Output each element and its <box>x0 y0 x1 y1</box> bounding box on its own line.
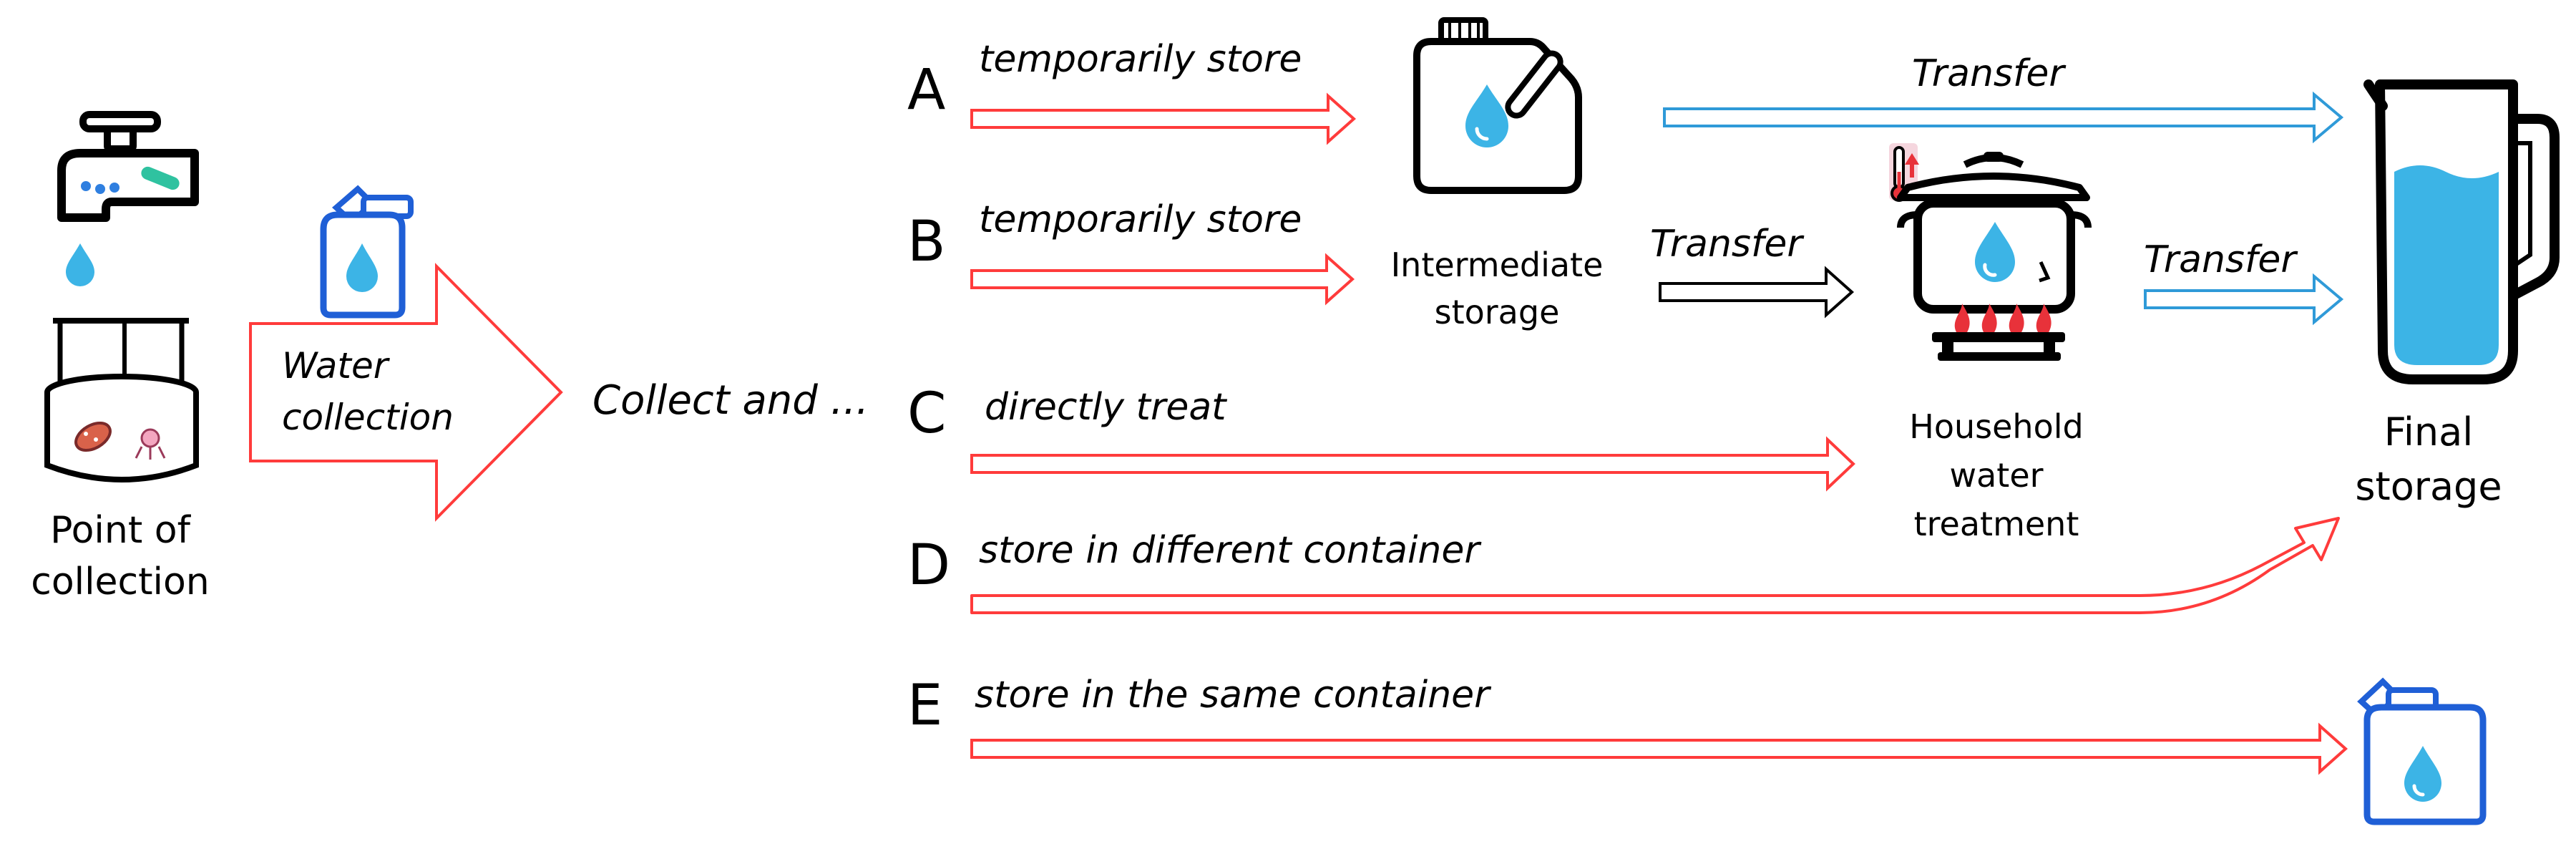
water-pitcher-icon <box>2363 79 2560 384</box>
well-icon <box>44 318 199 482</box>
water-drop-icon <box>66 243 94 286</box>
route-letter-a: A <box>907 58 945 122</box>
jerrycan-icon-final <box>2357 677 2487 825</box>
route-c-action: directly treat <box>985 386 1227 429</box>
plastic-jug-icon <box>1413 17 1582 194</box>
route-b-arrow <box>970 253 1355 306</box>
route-d-arrow <box>970 517 2340 614</box>
route-a-action: temporarily store <box>979 38 1302 81</box>
point-of-collection-label-1: Point of <box>50 509 191 552</box>
tap-icon <box>57 111 199 222</box>
route-letter-b: B <box>907 210 946 274</box>
route-e-arrow <box>970 722 2348 775</box>
intermediate-storage-label-1: Intermediate <box>1391 246 1604 284</box>
transfer-treatment-label: Transfer <box>2144 238 2298 281</box>
transfer-intermediate-label: Transfer <box>1650 223 1805 266</box>
water-collection-arrow <box>249 263 563 522</box>
treatment-label-2: water <box>1949 456 2043 495</box>
final-storage-label-2: storage <box>2355 464 2502 509</box>
route-letter-d: D <box>907 533 950 598</box>
point-of-collection-label-2: collection <box>31 561 210 603</box>
jerrycan-icon <box>320 185 414 319</box>
gas-stove-icon <box>1932 304 2065 361</box>
route-d-action: store in different container <box>979 529 1482 572</box>
transfer-intermediate-arrow <box>1659 266 1855 319</box>
route-letter-e: E <box>907 674 942 738</box>
water-collection-label-2: collection <box>282 397 454 438</box>
treatment-label-3: treatment <box>1914 505 2079 543</box>
transfer-a-arrow <box>1663 91 2344 144</box>
route-b-action: temporarily store <box>979 198 1302 241</box>
final-storage-label-1: Final <box>2384 409 2473 455</box>
route-e-action: store in the same container <box>975 674 1492 717</box>
transfer-a-label: Transfer <box>1912 52 2067 95</box>
route-c-arrow <box>970 436 1855 492</box>
intermediate-storage-label-2: storage <box>1435 293 1560 331</box>
route-a-arrow <box>970 92 1357 145</box>
transfer-treatment-arrow <box>2144 273 2344 326</box>
cooking-pot-icon <box>1897 152 2092 314</box>
treatment-label-1: Household <box>1909 407 2083 446</box>
water-collection-label-1: Water <box>282 345 391 387</box>
collect-and-label: Collect and ... <box>592 377 869 424</box>
route-letter-c: C <box>907 382 946 446</box>
